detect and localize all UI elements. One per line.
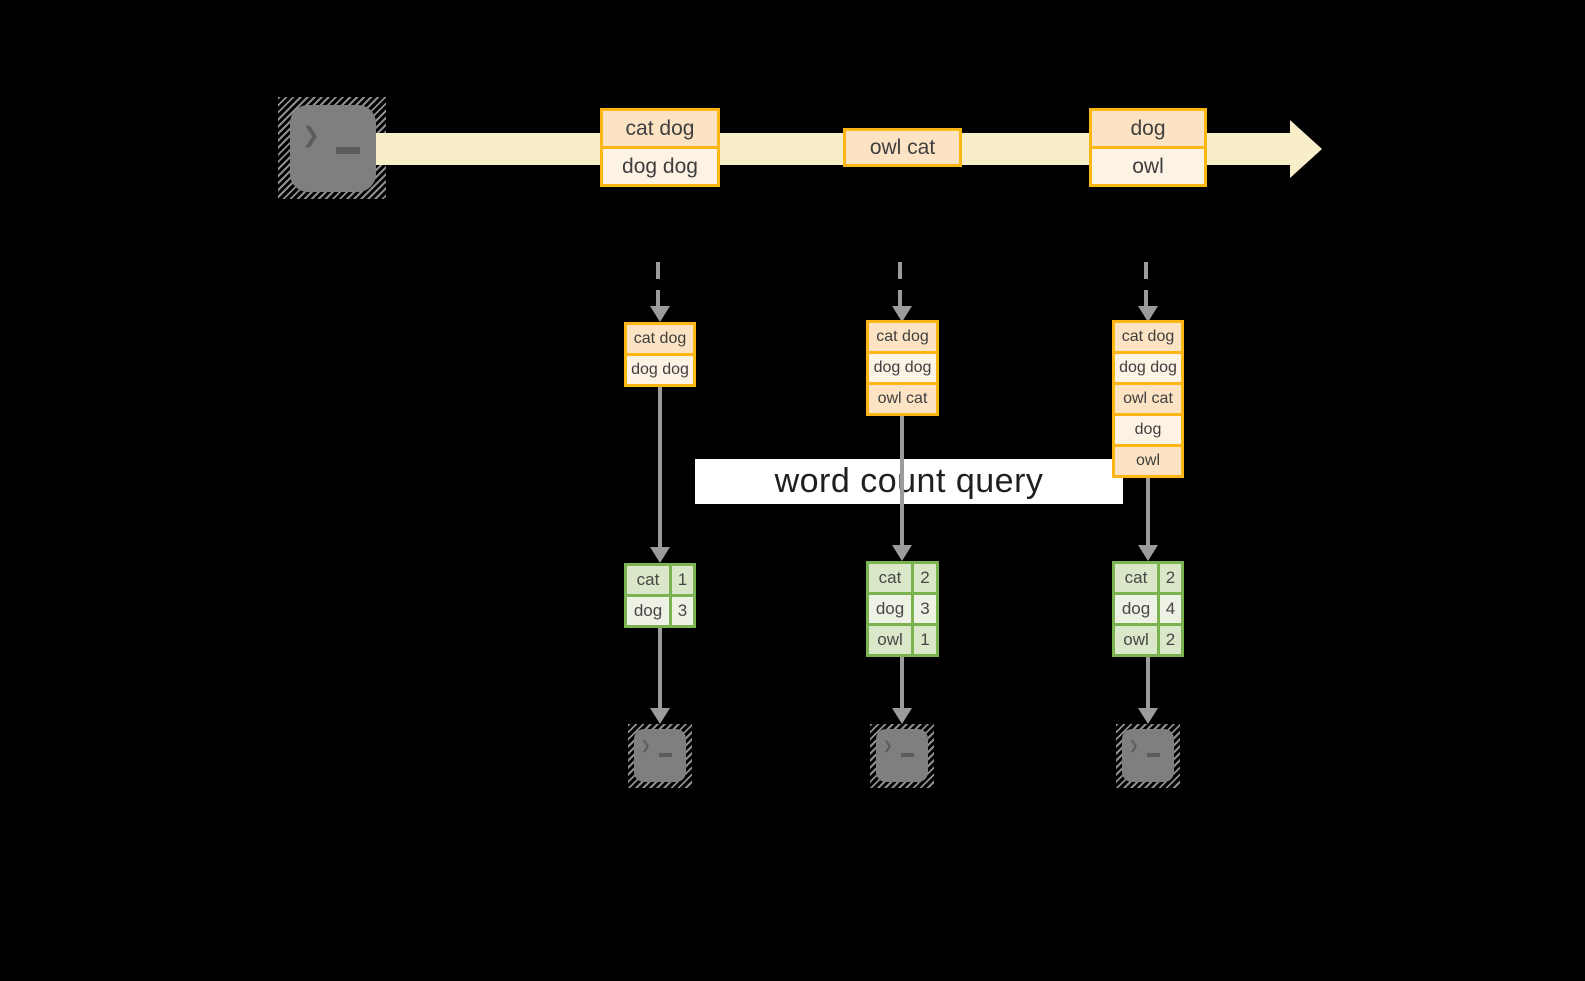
message-box: dog owl [1089, 108, 1207, 187]
ingest-arrow [656, 262, 660, 306]
prompt-underscore-icon [659, 753, 672, 757]
buffer-row: cat dog [869, 323, 936, 351]
message-line: owl cat [846, 131, 959, 164]
arrowhead-icon [650, 708, 670, 724]
terminal-icon: ❯ [634, 729, 686, 782]
prompt-chevron-icon: ❯ [1129, 736, 1139, 755]
arrowhead-icon [1138, 545, 1158, 561]
table-row: dog 4 [1115, 592, 1181, 623]
buffer-row: cat dog [1115, 323, 1181, 351]
arrowhead-icon [650, 547, 670, 563]
arrowhead-icon [1138, 708, 1158, 724]
buffer-stack: cat dog dog dog owl cat [866, 320, 939, 416]
message-box: cat dog dog dog [600, 108, 720, 187]
message-line: owl [1092, 146, 1204, 184]
prompt-chevron-icon: ❯ [302, 118, 321, 153]
message-line: cat dog [603, 111, 717, 146]
query-label: word count query [774, 462, 1044, 500]
message-line: dog dog [603, 146, 717, 184]
output-arrow [658, 628, 662, 708]
table-row: owl 2 [1115, 623, 1181, 654]
word-cell: cat [1124, 568, 1148, 587]
count-cell: 2 [1157, 626, 1181, 654]
output-arrow [1146, 657, 1150, 708]
word-count-table: cat 2 dog 4 owl 2 [1112, 561, 1184, 657]
buffer-row: dog dog [1115, 351, 1181, 382]
arrowhead-icon [892, 306, 912, 322]
word-cell: dog [875, 599, 905, 618]
table-row: dog 3 [869, 592, 936, 623]
word-cell: cat [636, 570, 660, 589]
word-cell: dog [633, 601, 663, 620]
buffer-row: dog [1115, 413, 1181, 444]
arrowhead-icon [1138, 306, 1158, 322]
terminal-icon: ❯ [1122, 729, 1174, 782]
count-cell: 2 [911, 564, 936, 592]
output-arrow [900, 657, 904, 708]
arrowhead-icon [650, 306, 670, 322]
count-cell: 4 [1157, 595, 1181, 623]
arrowhead-icon [892, 708, 912, 724]
query-arrow [658, 387, 662, 547]
arrowhead-icon [892, 545, 912, 561]
prompt-chevron-icon: ❯ [641, 736, 651, 755]
buffer-row: dog dog [627, 353, 693, 384]
table-row: dog 3 [627, 594, 693, 625]
query-arrow [900, 416, 904, 545]
count-cell: 2 [1157, 564, 1181, 592]
count-cell: 3 [669, 597, 693, 625]
buffer-row: cat dog [627, 325, 693, 353]
ingest-arrow [1144, 262, 1148, 306]
count-cell: 1 [911, 626, 936, 654]
query-label-bar: word count query [695, 459, 1123, 504]
message-box: owl cat [843, 128, 962, 167]
buffer-stack: cat dog dog dog owl cat dog owl [1112, 320, 1184, 478]
table-row: cat 2 [1115, 564, 1181, 592]
word-count-table: cat 1 dog 3 [624, 563, 696, 628]
prompt-chevron-icon: ❯ [883, 736, 893, 755]
prompt-underscore-icon [901, 753, 914, 757]
word-cell: dog [1121, 599, 1151, 618]
table-row: owl 1 [869, 623, 936, 654]
buffer-stack: cat dog dog dog [624, 322, 696, 387]
count-cell: 3 [911, 595, 936, 623]
word-count-table: cat 2 dog 3 owl 1 [866, 561, 939, 657]
ingest-arrow [898, 262, 902, 306]
word-cell: cat [878, 568, 902, 587]
message-line: dog [1092, 111, 1204, 146]
count-cell: 1 [669, 566, 693, 594]
buffer-row: owl cat [1115, 382, 1181, 413]
table-row: cat 1 [627, 566, 693, 594]
prompt-underscore-icon [336, 147, 360, 154]
buffer-row: owl [1115, 444, 1181, 475]
prompt-underscore-icon [1147, 753, 1160, 757]
buffer-row: dog dog [869, 351, 936, 382]
query-arrow [1146, 478, 1150, 545]
word-cell: owl [1123, 630, 1149, 649]
terminal-icon: ❯ [290, 105, 376, 192]
table-row: cat 2 [869, 564, 936, 592]
terminal-icon: ❯ [876, 729, 928, 782]
word-cell: owl [877, 630, 903, 649]
buffer-row: owl cat [869, 382, 936, 413]
stream-arrowhead-icon [1290, 120, 1322, 178]
